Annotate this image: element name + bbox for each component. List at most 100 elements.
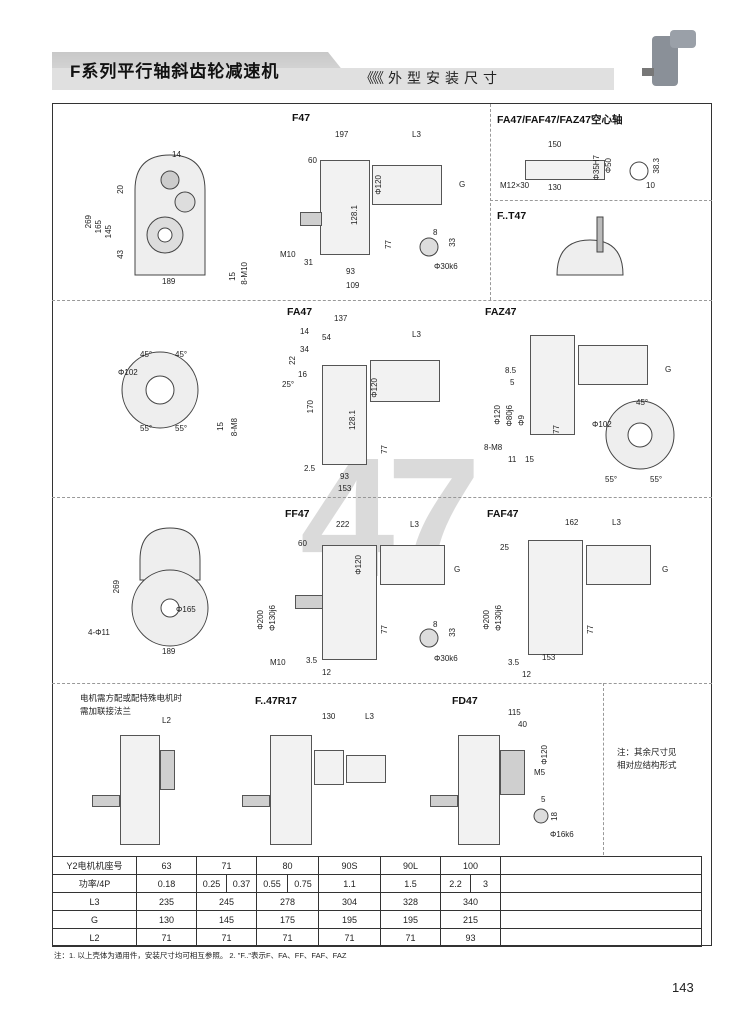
table-cell: 245	[196, 892, 257, 911]
dim-label: 93	[340, 472, 349, 481]
table-cell	[500, 874, 702, 893]
dim-label: 25°	[282, 380, 295, 389]
dim-label: 14	[300, 327, 309, 336]
divider	[490, 200, 712, 201]
output-shaft	[300, 212, 322, 226]
table-cell: 235	[136, 892, 197, 911]
dim-label: 8-M10	[240, 262, 249, 285]
table-cell: 0.25	[196, 874, 227, 893]
dim-label: Φ120	[540, 745, 549, 765]
table-cell: 175	[256, 910, 319, 929]
adapter-flange	[160, 750, 175, 790]
dim-label: 2.5	[304, 464, 316, 473]
section-title-hollow-shaft: FA47/FAF47/FAZ47空心轴	[497, 114, 623, 126]
table-cell: 100	[440, 856, 501, 875]
section-title-fd47: FD47	[452, 695, 478, 707]
dim-label: G	[662, 565, 669, 574]
table-cell: 0.75	[287, 874, 319, 893]
dim-label: Φ30k6	[434, 262, 458, 271]
output-shaft	[430, 795, 458, 807]
table-cell: 145	[196, 910, 257, 929]
brake-unit	[500, 750, 525, 795]
gearbox-body	[120, 735, 160, 845]
hollow-shaft-drawing	[525, 160, 605, 180]
dim-label: Φ9	[517, 415, 526, 426]
divider	[490, 104, 491, 300]
dim-label: 8-M8	[484, 443, 503, 452]
dim-label: 162	[565, 518, 579, 527]
table-cell: 90L	[380, 856, 441, 875]
motor-body	[380, 545, 445, 585]
dim-label: Φ80j6	[505, 405, 514, 427]
dim-label: 269	[84, 215, 93, 229]
dim-label: Φ102	[592, 420, 612, 429]
flange-view-drawing	[605, 400, 675, 470]
dim-label: 33	[448, 628, 457, 637]
shaft-section-icon	[419, 628, 439, 648]
dim-label: Φ120	[370, 378, 379, 398]
table-cell: 0.55	[256, 874, 288, 893]
dim-label: L3	[412, 330, 421, 339]
dim-label: 269	[112, 580, 121, 594]
dim-label: 128.1	[348, 410, 357, 431]
dim-label: 34	[300, 345, 309, 354]
dim-label: Φ130j6	[494, 605, 503, 631]
dim-label: 145	[104, 225, 113, 239]
dim-label: Φ130j6	[268, 605, 277, 631]
page-number: 143	[672, 980, 694, 995]
dim-label: 55°	[605, 475, 618, 484]
dim-label: 153	[338, 484, 352, 493]
r17-reducer	[314, 750, 344, 785]
table-cell	[500, 892, 702, 911]
section-title-ff47: FF47	[285, 508, 310, 520]
end-view-drawing	[134, 154, 206, 276]
dim-label: 20	[116, 185, 125, 194]
table-cell: 328	[380, 892, 441, 911]
dim-label: 153	[542, 653, 556, 662]
side-note-line: 注：其余尺寸见	[617, 747, 677, 757]
dim-label: 189	[162, 277, 176, 286]
table-cell: 340	[440, 892, 501, 911]
shaft-section-icon	[419, 237, 439, 257]
dim-label: 14	[172, 150, 181, 159]
dim-label: 25	[500, 543, 509, 552]
chevrons: 《《《	[360, 70, 384, 86]
section-title-r17: F..47R17	[255, 695, 298, 707]
dim-label: Φ16k6	[550, 830, 574, 839]
gearbox-body	[458, 735, 500, 845]
dim-label: 130	[322, 712, 336, 721]
table-cell: 71	[256, 928, 319, 947]
gearbox-body	[270, 735, 312, 845]
table-cell: 215	[440, 910, 501, 929]
dim-label: 54	[322, 333, 331, 342]
dim-label: 189	[162, 647, 176, 656]
table-cell: 80	[256, 856, 319, 875]
motor-body	[370, 360, 440, 402]
dim-label: L3	[412, 130, 421, 139]
dim-label: 77	[384, 240, 393, 249]
dim-label: 77	[380, 625, 389, 634]
side-note-line: 相对应结构形式	[617, 760, 677, 770]
dim-label: 45°	[636, 398, 649, 407]
dim-label: 12	[322, 668, 331, 677]
adapter-note-line: 电机需方配或配特殊电机时	[80, 693, 183, 703]
section-title-fa47: FA47	[287, 306, 313, 318]
output-shaft	[242, 795, 270, 807]
dim-label: 3.5	[306, 656, 318, 665]
dim-label: 93	[346, 267, 355, 276]
output-shaft	[295, 595, 323, 609]
flange-end-view-drawing	[131, 527, 209, 647]
dim-label: M10	[280, 250, 296, 259]
dim-label: 8-M8	[230, 418, 239, 437]
table-cell: 195	[380, 910, 441, 929]
dim-label: 45°	[140, 350, 153, 359]
table-cell: 71	[318, 928, 381, 947]
gearbox-body	[322, 365, 367, 465]
dim-label: 45°	[175, 350, 188, 359]
page-title: F系列平行轴斜齿轮减速机	[70, 62, 280, 81]
table-cell: 63	[136, 856, 197, 875]
table-cell: 71	[136, 928, 197, 947]
dim-label: Φ165	[176, 605, 196, 614]
dim-label: Φ120	[354, 555, 363, 575]
